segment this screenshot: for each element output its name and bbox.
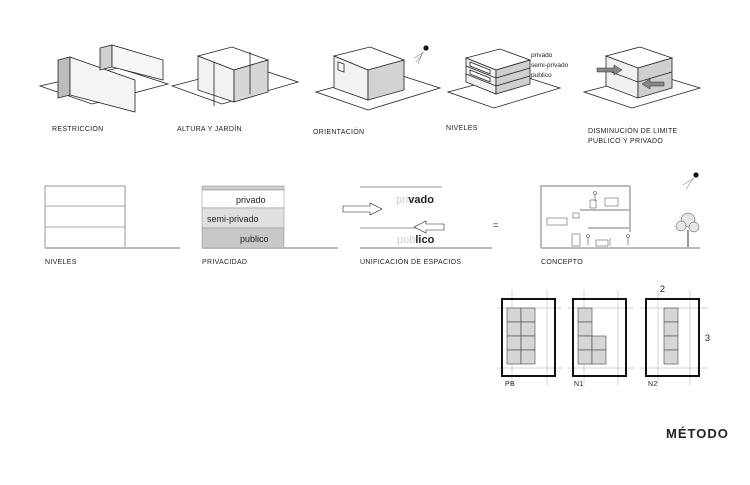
caption-disminucion-1: DISMINUCIÓN DE LIMITE bbox=[588, 126, 678, 135]
section-niveles bbox=[44, 185, 180, 249]
privacy-label-semi: semi-privado bbox=[207, 214, 259, 224]
privacy-label-privado: privado bbox=[236, 195, 266, 205]
section-privacidad bbox=[201, 185, 338, 249]
person-icon bbox=[586, 191, 630, 245]
iso-orientacion bbox=[314, 46, 442, 111]
unif-publico-bold: lico bbox=[415, 234, 434, 246]
iso-label-semi: semi-privado bbox=[531, 62, 569, 69]
unif-privado-bold: vado bbox=[408, 194, 434, 206]
concepto-sun-rays-icon bbox=[682, 177, 695, 190]
unif-word-publico: publico bbox=[397, 234, 435, 246]
plan-label-pb: PB bbox=[505, 381, 515, 388]
caption-restriccion: RESTRICCIÓN bbox=[52, 124, 104, 133]
privacy-label-publico: publico bbox=[240, 234, 269, 244]
iso-label-publico: publico bbox=[531, 72, 552, 79]
plan-dim-side: 3 bbox=[705, 333, 710, 343]
concepto-furniture bbox=[546, 197, 619, 247]
sun-icon bbox=[423, 45, 429, 51]
caption-orientacion: ORIENTACIÓN bbox=[313, 127, 364, 136]
iso-restriccion bbox=[38, 44, 170, 113]
plan-n2 bbox=[640, 290, 708, 385]
unif-publico-light: pub bbox=[397, 234, 415, 246]
unif-word-privado: privado bbox=[396, 194, 434, 206]
caption-disminucion-2: PUBLICO Y PRIVADO bbox=[588, 138, 663, 145]
iso-disminucion bbox=[582, 46, 702, 109]
unif-arrow-left-icon bbox=[413, 220, 445, 234]
logo-metodo: MÉTODO bbox=[666, 426, 729, 441]
iso-label-privado: privado bbox=[531, 52, 553, 59]
plan-dim-top: 2 bbox=[660, 284, 665, 294]
concepto-sun-icon bbox=[693, 172, 699, 178]
iso-altura-jardin bbox=[170, 46, 300, 106]
section-concepto bbox=[540, 185, 700, 249]
tree-icon bbox=[675, 212, 700, 247]
caption-altura: ALTURA Y JARDÍN bbox=[177, 124, 242, 133]
caption-niveles-iso: NIVELES bbox=[446, 125, 478, 132]
arrow-right-icon bbox=[596, 64, 623, 76]
plan-label-n1: N1 bbox=[574, 381, 584, 388]
arrow-left-icon bbox=[641, 78, 665, 90]
iso-niveles bbox=[446, 48, 562, 109]
caption-niveles-section: NIVELES bbox=[45, 259, 77, 266]
equals-sign: = bbox=[493, 220, 498, 230]
plan-pb bbox=[497, 290, 562, 385]
unif-privado-light: pri bbox=[396, 194, 408, 206]
sun-rays-icon bbox=[413, 51, 425, 65]
caption-privacidad: PRIVACIDAD bbox=[202, 259, 247, 266]
caption-concepto: CONCEPTO bbox=[541, 259, 583, 266]
caption-unificacion: UNIFICACIÓN DE ESPACIOS bbox=[360, 257, 461, 266]
plan-label-n2: N2 bbox=[648, 381, 658, 388]
plan-n1 bbox=[568, 290, 634, 385]
unif-arrow-right-icon bbox=[342, 202, 383, 216]
